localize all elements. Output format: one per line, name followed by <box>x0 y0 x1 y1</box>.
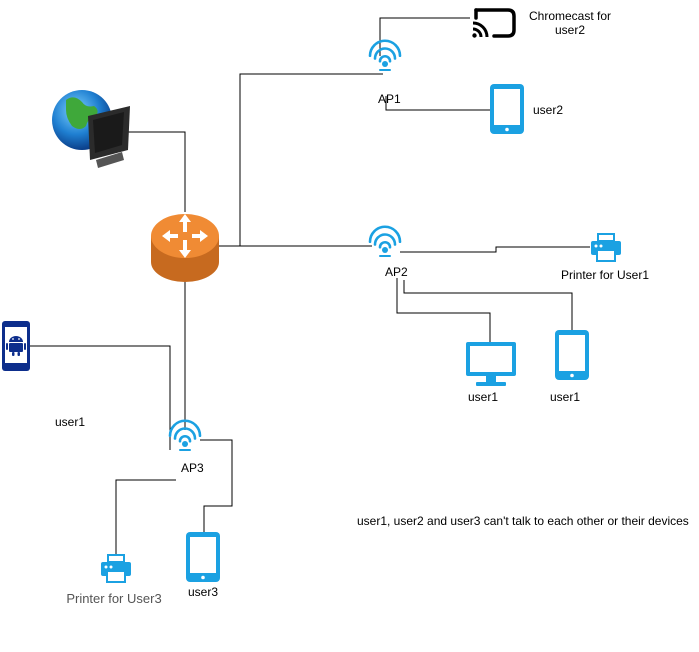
tablet-icon <box>490 84 524 134</box>
ap3-wifi-icon <box>168 419 202 451</box>
printer-user1-label: Printer for User1 <box>561 268 649 282</box>
cast-icon <box>472 8 516 38</box>
wire-ap2-tablet <box>403 280 573 330</box>
user3-tablet-icon <box>186 532 220 582</box>
user1-tablet-icon <box>555 330 589 380</box>
wire-ap3-printer3 <box>115 479 176 555</box>
chromecast-label-line2: user2 <box>555 23 585 37</box>
user1-monitor-label: user1 <box>468 390 498 404</box>
isolation-note: user1, user2 and user3 can't talk to eac… <box>357 514 689 528</box>
printer-user3-label: Printer for User3 <box>66 591 161 606</box>
wire-internet-router <box>128 131 186 212</box>
wire-ap2-monitor <box>396 278 491 342</box>
ap2-wifi-icon <box>368 225 402 257</box>
user1-tablet-label: user1 <box>550 390 580 404</box>
wire-android-ap3 <box>30 345 171 450</box>
router-icon <box>151 214 219 282</box>
globe-monitor-icon <box>52 90 130 168</box>
connections <box>30 17 590 555</box>
tablet-icon <box>186 532 220 582</box>
user1-android-label: user1 <box>55 415 85 429</box>
printer-user3-icon <box>101 554 131 583</box>
wire-ap2-printer1 <box>400 246 590 253</box>
wire-ap1-chromecast <box>379 17 470 56</box>
wire-router-ap1 <box>218 73 383 247</box>
ap2-label: AP2 <box>385 265 408 279</box>
ap1-wifi-icon <box>368 39 402 71</box>
android-phone-icon <box>2 321 30 371</box>
monitor-icon <box>466 342 516 386</box>
ap3-label: AP3 <box>181 461 204 475</box>
wifi-icon <box>368 225 402 257</box>
printer-icon <box>101 554 131 583</box>
user2-tablet-icon <box>490 84 524 134</box>
wire-ap1-user2 <box>385 96 490 111</box>
ap1-label: AP1 <box>378 92 401 106</box>
wifi-icon <box>168 419 202 451</box>
user3-label: user3 <box>188 585 218 599</box>
printer-user1-icon <box>591 233 621 262</box>
printer-icon <box>591 233 621 262</box>
chromecast-label-line1: Chromecast for <box>529 9 611 23</box>
user2-label: user2 <box>533 103 563 117</box>
wifi-icon <box>368 39 402 71</box>
tablet-icon <box>555 330 589 380</box>
wire-ap3-user3 <box>200 439 233 532</box>
